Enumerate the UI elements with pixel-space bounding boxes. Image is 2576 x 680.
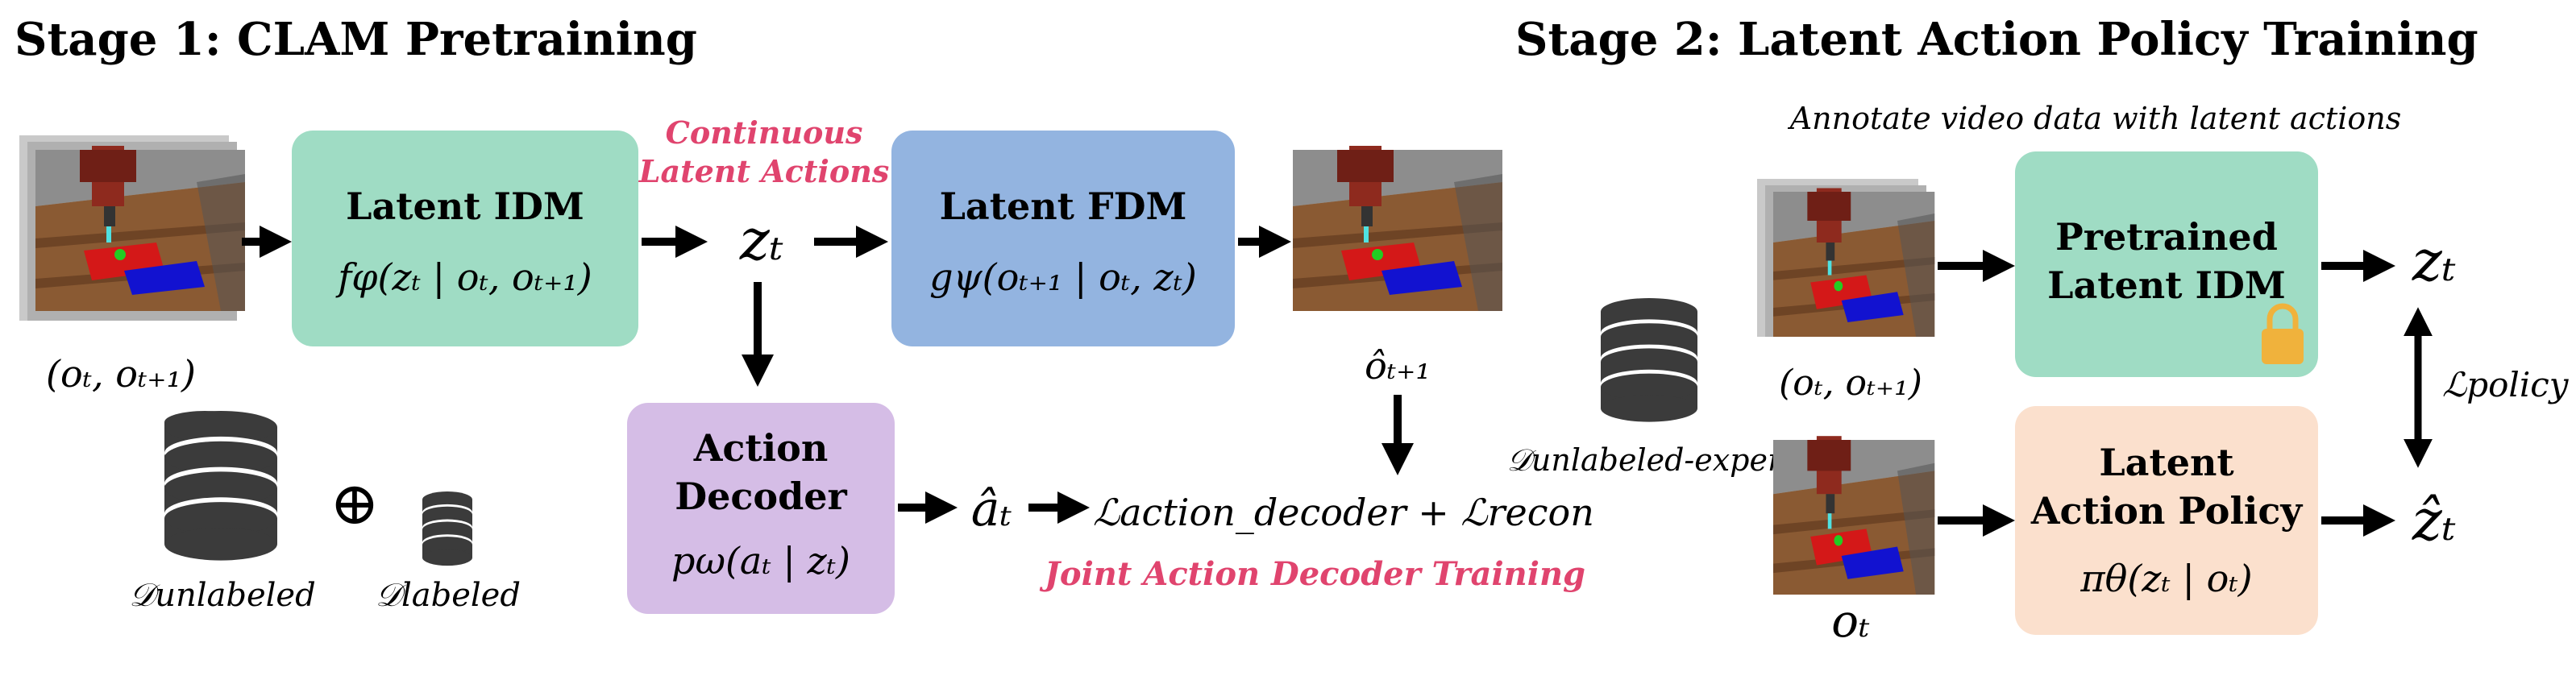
stage2-single-frame xyxy=(1773,436,1935,595)
latent-idm-box xyxy=(292,131,638,346)
action-decoder-box xyxy=(627,403,895,614)
policy-loss-label: ℒpolicy xyxy=(2442,365,2570,404)
dataset-unlabeled-icon-scaled xyxy=(164,411,277,561)
dataset-unlabeled-label: 𝒟unlabeled xyxy=(129,577,315,614)
policy-title-1: Latent xyxy=(2099,441,2234,484)
latent-fdm-title: Latent FDM xyxy=(940,185,1187,228)
stage2-title: Stage 2: Latent Action Policy Training xyxy=(1515,13,2478,66)
stage2-ot-label: oₜ xyxy=(1831,595,1870,648)
action-decoder-title-2: Decoder xyxy=(675,475,847,518)
stage1-frames-label: (oₜ, oₜ₊₁) xyxy=(46,352,196,396)
latent-fdm-box xyxy=(891,131,1235,346)
stage2-frames-label: (oₜ, oₜ₊₁) xyxy=(1779,363,1922,404)
stage1-observation-image xyxy=(35,146,245,311)
predicted-frame-image xyxy=(1293,146,1502,311)
continuous-label-line2: Latent Actions xyxy=(638,153,889,189)
stage1-frame-stack xyxy=(19,135,245,321)
annotate-label: Annotate video data with latent actions xyxy=(1788,101,2402,136)
dataset-labeled-label: 𝒟labeled xyxy=(376,577,521,614)
lock-icon xyxy=(2262,303,2304,364)
pretrained-idm-title-1: Pretrained xyxy=(2055,215,2278,259)
latent-fdm-formula: gψ(oₜ₊₁ | oₜ, zₜ) xyxy=(929,255,1197,299)
o-hat-label: ôₜ₊₁ xyxy=(1365,344,1431,388)
action-decoder-formula: pω(aₜ | zₜ) xyxy=(671,539,850,583)
latent-idm-formula: fφ(zₜ | oₜ, oₜ₊₁) xyxy=(335,255,592,299)
policy-formula: πθ(zₜ | oₜ) xyxy=(2079,557,2252,600)
latent-action-policy-box xyxy=(2015,406,2318,635)
stage2-zhat: ẑₜ xyxy=(2412,487,2456,554)
stage1-zt: zₜ xyxy=(739,207,783,273)
stage2-zt: zₜ xyxy=(2412,228,2456,294)
dataset-expert-icon xyxy=(1601,298,1697,422)
latent-idm-title: Latent IDM xyxy=(346,185,584,228)
policy-title-2: Action Policy xyxy=(2030,489,2304,533)
dataset-labeled-icon xyxy=(422,491,472,566)
stage1-title: Stage 1: CLAM Pretraining xyxy=(15,13,697,66)
joint-training-label: Joint Action Decoder Training xyxy=(1039,555,1585,593)
continuous-label-line1: Continuous xyxy=(666,114,863,151)
dataset-expert-label: 𝒟unlabeled-expert xyxy=(1507,442,1796,478)
stage2-frame-stack xyxy=(1757,179,1935,337)
stage1-loss: ℒaction_decoder + ℒrecon xyxy=(1093,491,1594,534)
action-decoder-title-1: Action xyxy=(693,426,829,470)
pretrained-idm-box xyxy=(2015,151,2318,377)
oplus-symbol: ⊕ xyxy=(330,469,380,538)
a-hat: âₜ xyxy=(971,481,1012,537)
pretrained-idm-title-2: Latent IDM xyxy=(2047,263,2286,307)
